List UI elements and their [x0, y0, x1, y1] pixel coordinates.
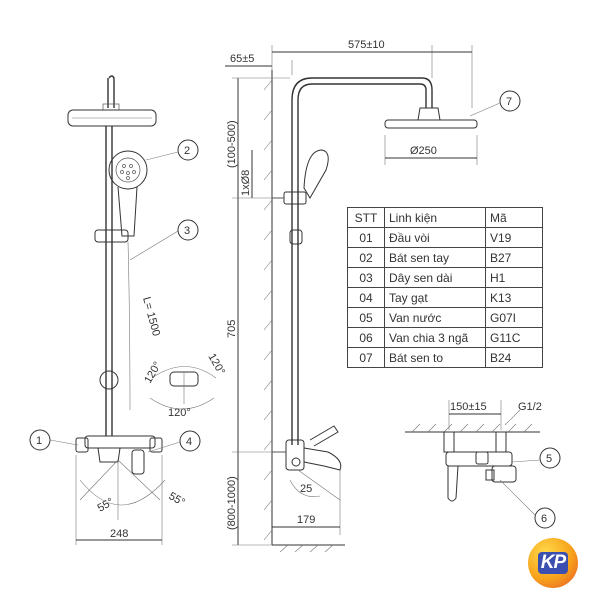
row-component: Bát sen tay	[384, 247, 486, 268]
row-number: 03	[347, 267, 385, 288]
table-row: 03 Dây sen dài H1	[347, 267, 543, 288]
row-component: Tay gạt	[384, 287, 486, 308]
row-component: Đầu vòi	[384, 227, 486, 248]
brand-logo: KP	[528, 538, 578, 588]
mixer-width-label: 248	[110, 528, 128, 540]
handle-angle-left: 55°	[96, 496, 116, 515]
side-view	[225, 45, 478, 553]
row-code: V19	[485, 227, 543, 248]
svg-text:5: 5	[546, 453, 552, 465]
row-number: 01	[347, 227, 385, 248]
logo-text: KP	[537, 552, 569, 574]
row-component: Dây sen dài	[384, 267, 486, 288]
detail-view	[405, 400, 540, 502]
header-code: Mã	[485, 207, 543, 228]
callout-4: 4	[147, 430, 201, 453]
row-number: 06	[347, 327, 385, 348]
row-number: 02	[347, 247, 385, 268]
arm-length-label: 575±10	[348, 39, 385, 51]
table-row: 04 Tay gạt K13	[347, 287, 543, 308]
inlet-spacing-label: 150±15	[450, 401, 487, 413]
callout-3: 3	[177, 219, 199, 241]
svg-text:4: 4	[186, 436, 192, 448]
row-code: B24	[485, 347, 543, 368]
callout-6: 6	[499, 479, 556, 529]
table-row: 07 Bát sen to B24	[347, 347, 543, 368]
row-code: B27	[485, 247, 543, 268]
header-stt: STT	[347, 207, 385, 228]
wall-offset-label: 65±5	[230, 53, 254, 65]
svg-text:2: 2	[184, 145, 190, 157]
hose-length-label: L= 1500	[140, 296, 162, 338]
head-diameter-label: Ø250	[410, 145, 437, 157]
svg-text:6: 6	[541, 513, 547, 525]
row-component: Bát sen to	[384, 347, 486, 368]
svg-text:1: 1	[36, 435, 42, 447]
callout-5: 5	[511, 447, 561, 469]
svg-text:3: 3	[184, 225, 190, 237]
row-code: H1	[485, 267, 543, 288]
table-row: 06 Van chia 3 ngã G11C	[347, 327, 543, 348]
rotation-angle-bottom: 120°	[168, 407, 191, 419]
row-code: G07I	[485, 307, 543, 328]
row-number: 07	[347, 347, 385, 368]
mixer-body-front	[84, 435, 156, 449]
spout-angle-label: 25	[300, 483, 312, 495]
mixer-height-range-label: (800-1000)	[226, 476, 238, 530]
hand-shower-front	[108, 150, 148, 237]
row-code: K13	[485, 287, 543, 308]
row-code: G11C	[485, 327, 543, 348]
thread-label: G1/2	[518, 401, 542, 413]
callout-2: 2	[145, 139, 199, 161]
table-row: 01 Đầu vòi V19	[347, 227, 543, 248]
row-component: Van nước	[384, 307, 486, 328]
callout-7: 7	[469, 90, 521, 117]
mount-range-label: (100-500)	[226, 120, 238, 168]
svg-text:7: 7	[506, 96, 512, 108]
row-component: Van chia 3 ngã	[384, 327, 486, 348]
slide-bar-label: 1xØ8	[240, 170, 252, 196]
rail-height-label: 705	[226, 320, 238, 338]
parts-table-header: STT Linh kiện Mã	[347, 207, 543, 228]
handle-angle-right: 55°	[167, 490, 187, 509]
parts-table: STT Linh kiện Mã 01 Đầu vòi V19 02 Bát s…	[347, 207, 543, 368]
front-view	[67, 75, 217, 545]
row-number: 05	[347, 307, 385, 328]
spout-reach-label: 179	[297, 514, 315, 526]
header-component: Linh kiện	[384, 207, 486, 228]
rain-shower-head-side	[384, 119, 478, 129]
callout-1: 1	[29, 429, 79, 451]
row-number: 04	[347, 287, 385, 308]
table-row: 05 Van nước G07I	[347, 307, 543, 328]
table-row: 02 Bát sen tay B27	[347, 247, 543, 268]
